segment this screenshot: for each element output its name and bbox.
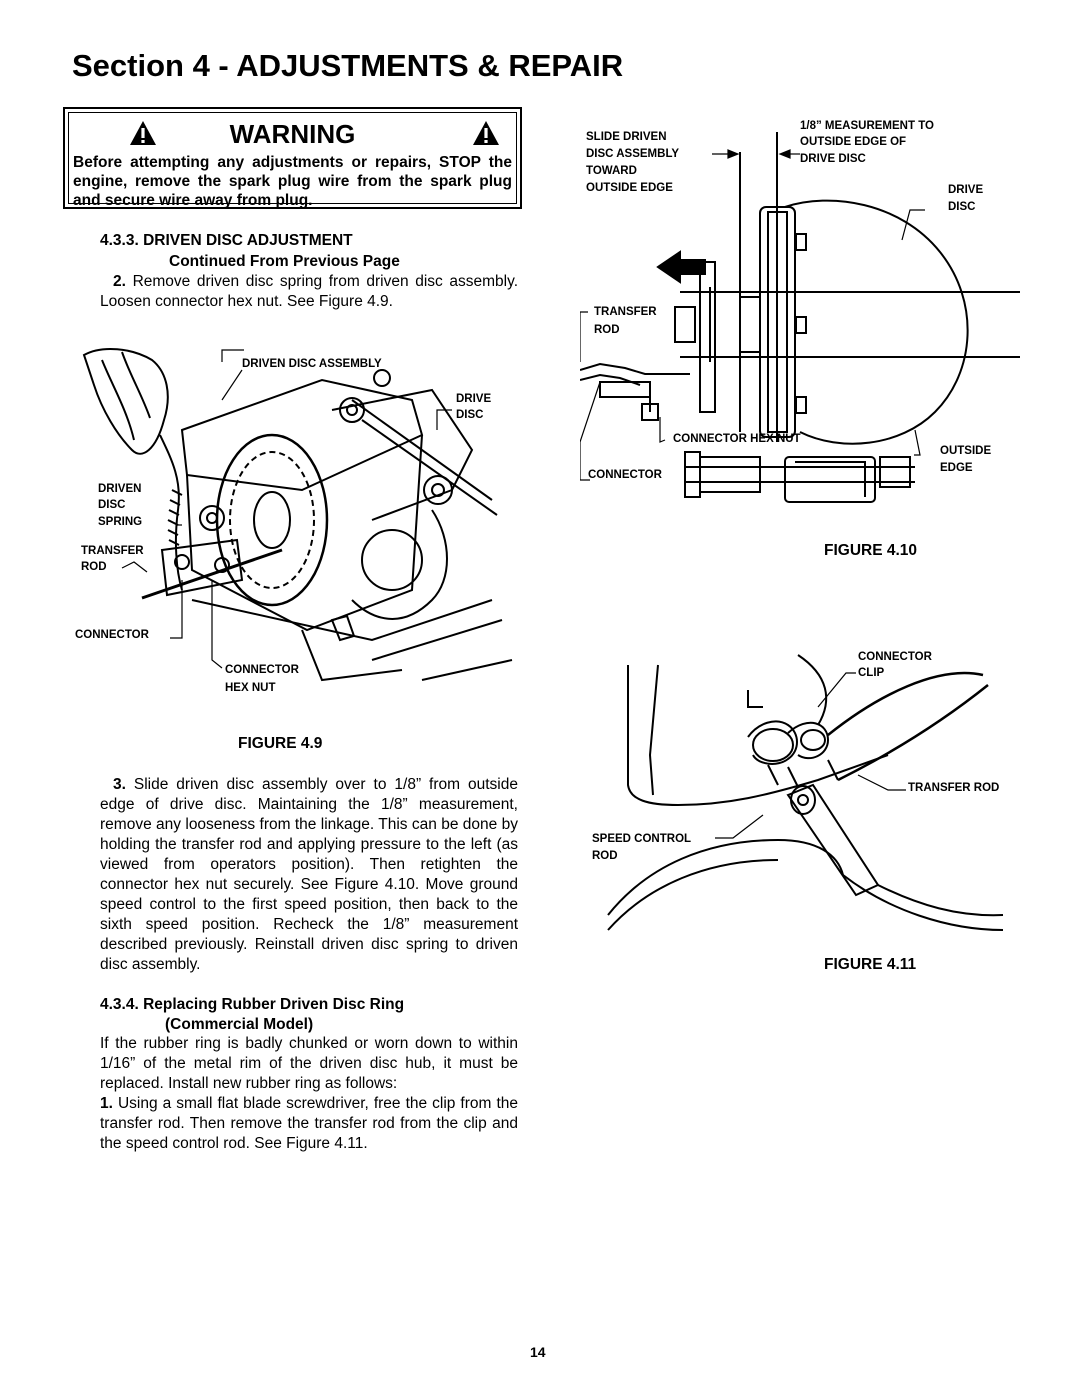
label-transfer: TRANSFER	[81, 545, 144, 557]
label-outside-edge-of: OUTSIDE EDGE OF	[800, 136, 907, 148]
section-title: DRIVEN DISC ADJUSTMENT	[143, 232, 353, 249]
label-toward: TOWARD	[586, 165, 637, 177]
label-connector: CONNECTOR	[588, 469, 662, 481]
label-connector: CONNECTOR	[75, 629, 149, 641]
label-rod: ROD	[81, 561, 107, 573]
label-outside: OUTSIDE	[940, 445, 992, 457]
section-434-step-1: 1. Using a small flat blade screwdriver,…	[100, 1094, 518, 1154]
warning-triangle-icon	[473, 121, 499, 145]
label-drive-disc: DRIVE DISC	[800, 153, 866, 165]
section-434-heading: 4.3.4. Replacing Rubber Driven Disc Ring	[100, 995, 404, 1015]
step-number: 3.	[113, 776, 126, 793]
section-number: 4.3.4.	[100, 996, 139, 1013]
label-connector: CONNECTOR	[858, 651, 932, 663]
page-number: 14	[530, 1344, 546, 1360]
label-edge: EDGE	[940, 462, 973, 474]
section-433-subtitle: Continued From Previous Page	[169, 253, 400, 270]
label-clip: CLIP	[858, 667, 885, 679]
label-drive: DRIVE	[948, 184, 984, 196]
label-driven: DRIVEN	[98, 483, 142, 495]
label-slide-driven: SLIDE DRIVEN	[586, 131, 667, 143]
label-transfer: TRANSFER	[594, 306, 657, 318]
label-disc: DISC	[98, 499, 126, 511]
section-title: Section 4 - ADJUSTMENTS & REPAIR	[72, 48, 624, 83]
figure-4-11: CONNECTOR CLIP TRANSFER ROD SPEED CONTRO…	[588, 645, 1008, 935]
figure-4-11-caption: FIGURE 4.11	[824, 956, 917, 973]
label-driven-disc-assembly: DRIVEN DISC ASSEMBLY	[242, 358, 382, 370]
label-disc-assembly: DISC ASSEMBLY	[586, 148, 680, 160]
step-2-paragraph: 2. Remove driven disc spring from driven…	[100, 272, 518, 312]
section-title: Replacing Rubber Driven Disc Ring	[143, 996, 405, 1013]
figure-4-10: SLIDE DRIVEN DISC ASSEMBLY TOWARD OUTSID…	[579, 112, 1020, 512]
label-rod: ROD	[592, 850, 618, 862]
section-434-subtitle: (Commercial Model)	[165, 1016, 314, 1033]
warning-text: Before attempting any adjustments or rep…	[73, 154, 512, 209]
step-number: 1.	[100, 1095, 113, 1112]
label-spring: SPRING	[98, 516, 143, 528]
section-number: 4.3.3.	[100, 232, 139, 249]
label-rod: ROD	[594, 324, 620, 336]
figure-4-9: DRIVEN DISC ASSEMBLY DRIVE DISC DRIVEN D…	[72, 340, 520, 712]
label-measurement: 1/8” MEASUREMENT TO	[800, 120, 934, 132]
figure-4-10-illustration	[579, 132, 1020, 503]
label-connector: CONNECTOR	[225, 664, 299, 676]
figure-4-9-caption: FIGURE 4.9	[238, 735, 323, 752]
section-434-intro: If the rubber ring is badly chunked or w…	[100, 1035, 518, 1092]
label-drive: DRIVE	[456, 393, 492, 405]
figure-4-10-caption: FIGURE 4.10	[824, 542, 918, 559]
label-connector-hex-nut: CONNECTOR HEX NUT	[673, 433, 801, 445]
label-transfer-rod: TRANSFER ROD	[908, 782, 1000, 794]
step-3-paragraph: 3. Slide driven disc assembly over to 1/…	[100, 775, 518, 975]
label-hex-nut: HEX NUT	[225, 682, 276, 694]
figure-4-11-illustration	[607, 654, 1004, 931]
step-text: Remove driven disc spring from driven di…	[100, 273, 518, 310]
step-text: Slide driven disc assembly over to 1/8” …	[100, 776, 518, 973]
figure-4-9-illustration	[82, 348, 513, 682]
section-433-heading: 4.3.3. DRIVEN DISC ADJUSTMENT	[100, 231, 353, 251]
label-disc: DISC	[948, 201, 976, 213]
label-outside-edge: OUTSIDE EDGE	[586, 182, 673, 194]
label-disc: DISC	[456, 409, 484, 421]
step-text: Using a small flat blade screwdriver, fr…	[100, 1095, 518, 1152]
warning-box: WARNING Before attempting any adjustment…	[63, 107, 522, 209]
warning-triangle-icon	[130, 121, 156, 145]
warning-heading: WARNING	[229, 119, 356, 149]
step-number: 2.	[113, 273, 126, 290]
label-speed-control: SPEED CONTROL	[592, 833, 692, 845]
